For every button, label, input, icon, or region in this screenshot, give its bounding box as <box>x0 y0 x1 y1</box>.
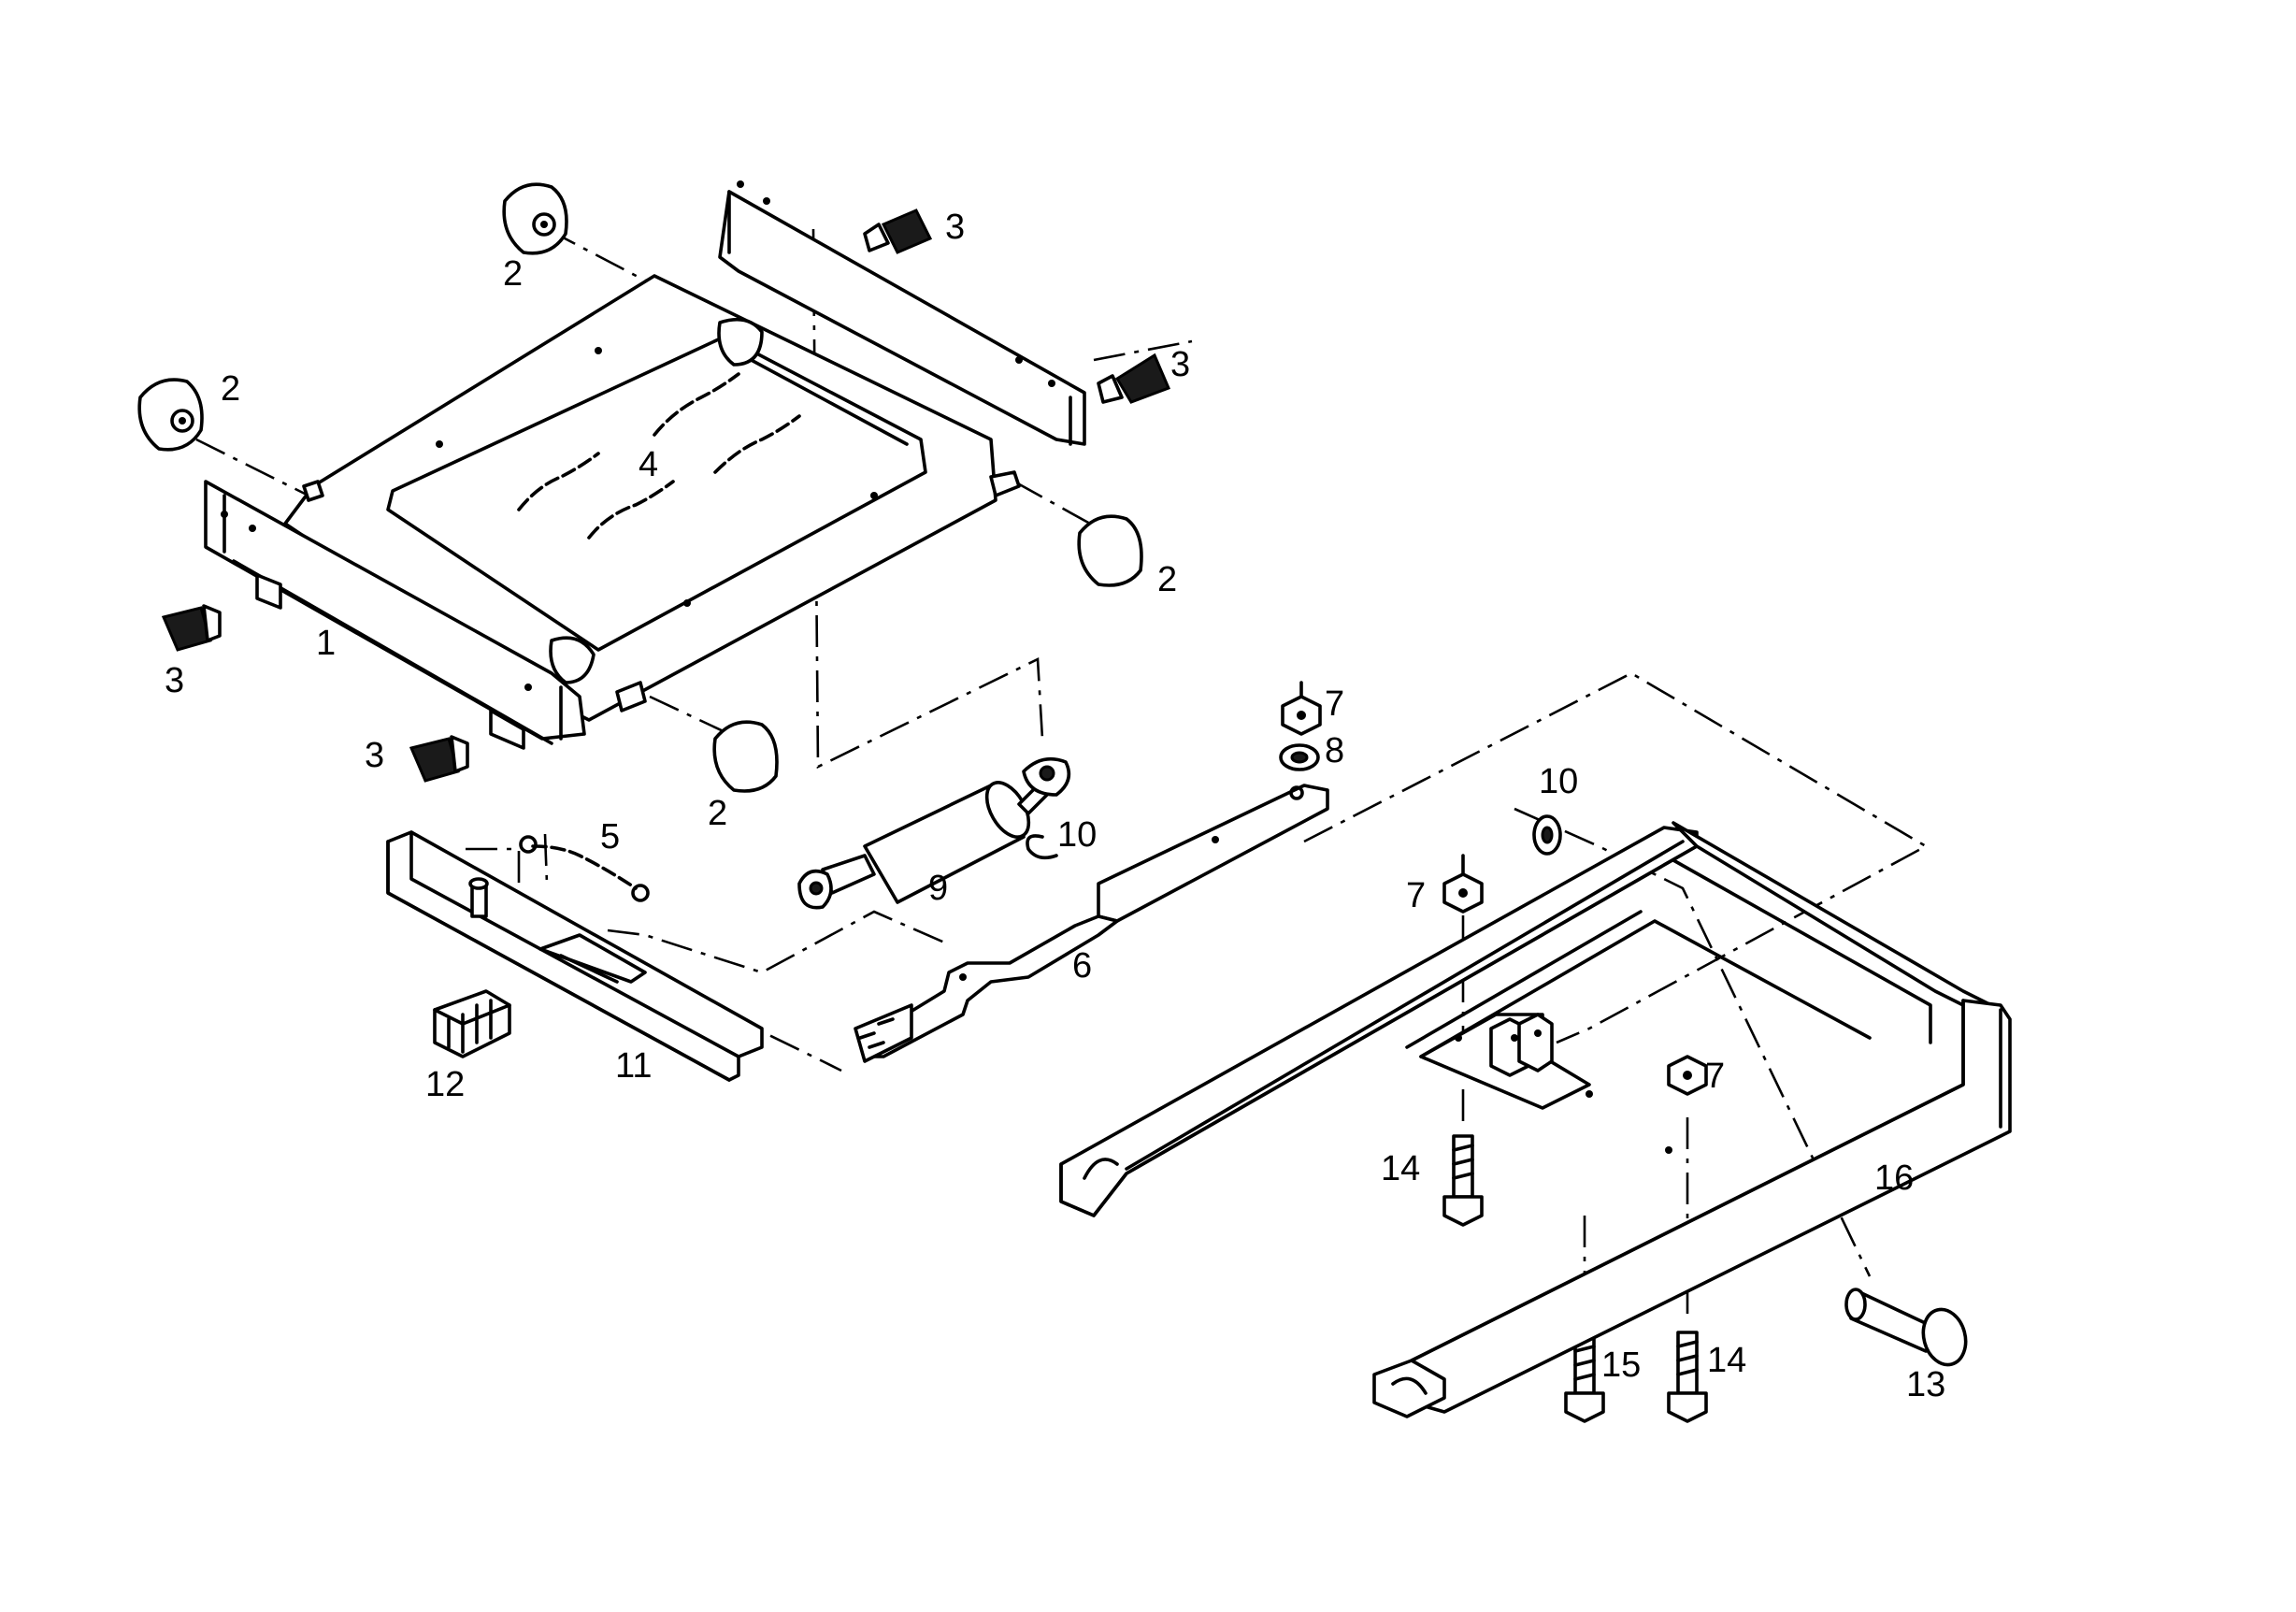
slide-rail <box>386 830 764 1082</box>
callout-2-left: 2 <box>221 369 240 409</box>
roller-bottom <box>712 720 779 793</box>
circlip-left <box>1026 834 1058 860</box>
callout-14-left: 14 <box>1381 1149 1420 1188</box>
nut-right <box>1667 1055 1708 1096</box>
callout-2-top: 2 <box>503 254 523 294</box>
callout-12: 12 <box>425 1065 465 1104</box>
callout-14-right: 14 <box>1707 1341 1746 1380</box>
callout-13: 13 <box>1906 1365 1945 1404</box>
callout-4: 4 <box>639 445 658 484</box>
pivot-bolt <box>1844 1288 1968 1367</box>
callout-15: 15 <box>1601 1346 1641 1385</box>
roller-right <box>1077 514 1143 587</box>
upper-slide-frame <box>204 180 1086 750</box>
callout-10-left: 10 <box>1057 815 1097 855</box>
callout-3-top: 3 <box>945 208 965 247</box>
callout-7-top: 7 <box>1325 684 1344 724</box>
callout-1: 1 <box>316 624 336 663</box>
callout-5: 5 <box>600 817 620 856</box>
bolt-left <box>1442 1134 1484 1227</box>
base-frame <box>1059 821 2012 1418</box>
tension-spring <box>519 835 650 902</box>
circlip-right <box>1532 814 1562 856</box>
rubber-roller-parts <box>137 182 1143 793</box>
callout-10-right: 10 <box>1539 762 1578 801</box>
callout-6: 6 <box>1072 946 1092 986</box>
release-lever <box>854 784 1329 1063</box>
callout-8: 8 <box>1325 731 1344 770</box>
callout-7-right: 7 <box>1705 1057 1725 1096</box>
bumper-bottom <box>409 735 469 783</box>
rubber-bumper-parts <box>161 209 1170 783</box>
callout-2-bottom: 2 <box>708 794 727 833</box>
callout-3-bottom: 3 <box>365 736 384 775</box>
washer <box>1279 743 1320 771</box>
comb-block <box>433 989 511 1058</box>
roller-left <box>137 378 204 452</box>
roller-top-left <box>502 182 568 255</box>
spring-parts <box>517 372 801 540</box>
nut-top <box>1281 681 1322 736</box>
callout-16: 16 <box>1874 1159 1914 1198</box>
bumper-right <box>1097 353 1170 404</box>
callout-3-right: 3 <box>1170 345 1190 384</box>
callout-11: 11 <box>615 1046 652 1086</box>
bolt-right <box>1667 1331 1708 1423</box>
nut-middle <box>1442 854 1484 914</box>
callout-7-middle: 7 <box>1406 876 1426 915</box>
callout-labels: 1 2 2 2 2 3 3 3 3 4 5 6 7 7 7 8 9 10 10 … <box>165 208 1945 1404</box>
callout-2-right: 2 <box>1157 560 1177 599</box>
bumper-top <box>863 209 933 254</box>
callout-3-left: 3 <box>165 661 184 700</box>
gas-damper <box>797 756 1071 910</box>
callout-9: 9 <box>928 869 948 908</box>
bumper-left <box>161 604 222 652</box>
